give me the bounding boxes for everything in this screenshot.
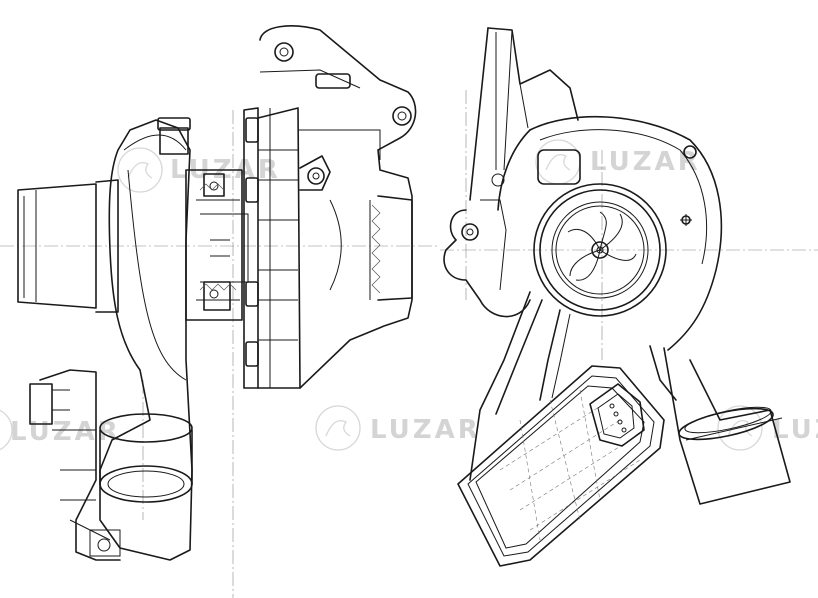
compressor-outlet — [99, 413, 193, 503]
compressor-scroll — [497, 115, 723, 351]
watermark-text: LUZAR — [772, 415, 818, 445]
compressor-inlet — [533, 183, 667, 317]
center-housing-front — [443, 173, 531, 318]
connector — [589, 383, 645, 447]
turbine-flange — [243, 107, 301, 389]
watermark-bottom-center: LUZAR — [315, 405, 481, 451]
watermark-text: LUZAR — [370, 415, 481, 445]
watermark-top-right: LUZAR — [535, 139, 701, 185]
side-view — [0, 25, 440, 598]
watermark-bottom-right: LUZAR — [717, 405, 818, 451]
compressor-wheel — [567, 211, 637, 281]
front-view — [440, 27, 818, 567]
turbine-outlet-flange — [469, 27, 579, 201]
actuator-linkage — [469, 291, 677, 481]
watermark-text: LUZAR — [590, 147, 701, 177]
electronic-actuator — [457, 365, 665, 567]
turbine-housing — [259, 25, 417, 389]
compressor-inlet-pipe — [17, 179, 119, 313]
compressor-outlet-front — [663, 347, 791, 505]
actuator-side — [29, 369, 121, 561]
bearing-housing — [185, 169, 249, 321]
